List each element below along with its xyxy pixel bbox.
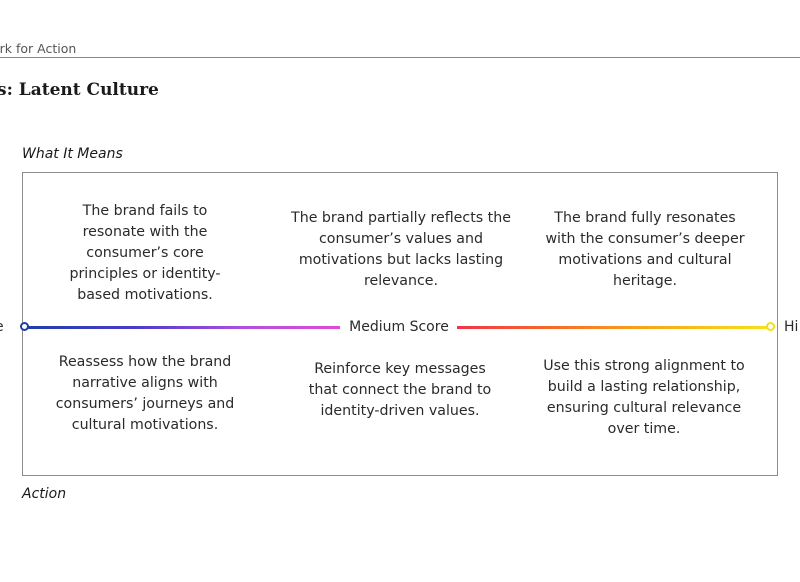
action-medium-text: Reinforce key messages that connect the … [308,361,492,419]
scale-segment-low [25,326,340,329]
low-score-marker [20,322,29,331]
means-high-text: The brand fully resonates with the consu… [545,210,745,289]
page-title: s: Latent Culture [0,80,159,100]
means-medium-text: The brand partially reflects the consume… [291,210,511,289]
breadcrumb: ork for Action [0,41,77,56]
action-low-text: Reassess how the brand narrative aligns … [55,354,235,433]
action-high-text: Use this strong alignment to build a las… [543,358,745,437]
action-label: Action [22,486,67,502]
what-it-means-label: What It Means [22,146,123,162]
medium-score-label: Medium Score [349,319,449,335]
header-divider [0,57,800,58]
low-score-end-label: e [0,319,4,335]
high-score-end-label: Hi [784,319,799,335]
scale-segment-high [457,326,770,329]
high-score-marker [766,322,775,331]
means-low-text: The brand fails to resonate with the con… [69,203,221,303]
score-scale-line [25,326,770,329]
